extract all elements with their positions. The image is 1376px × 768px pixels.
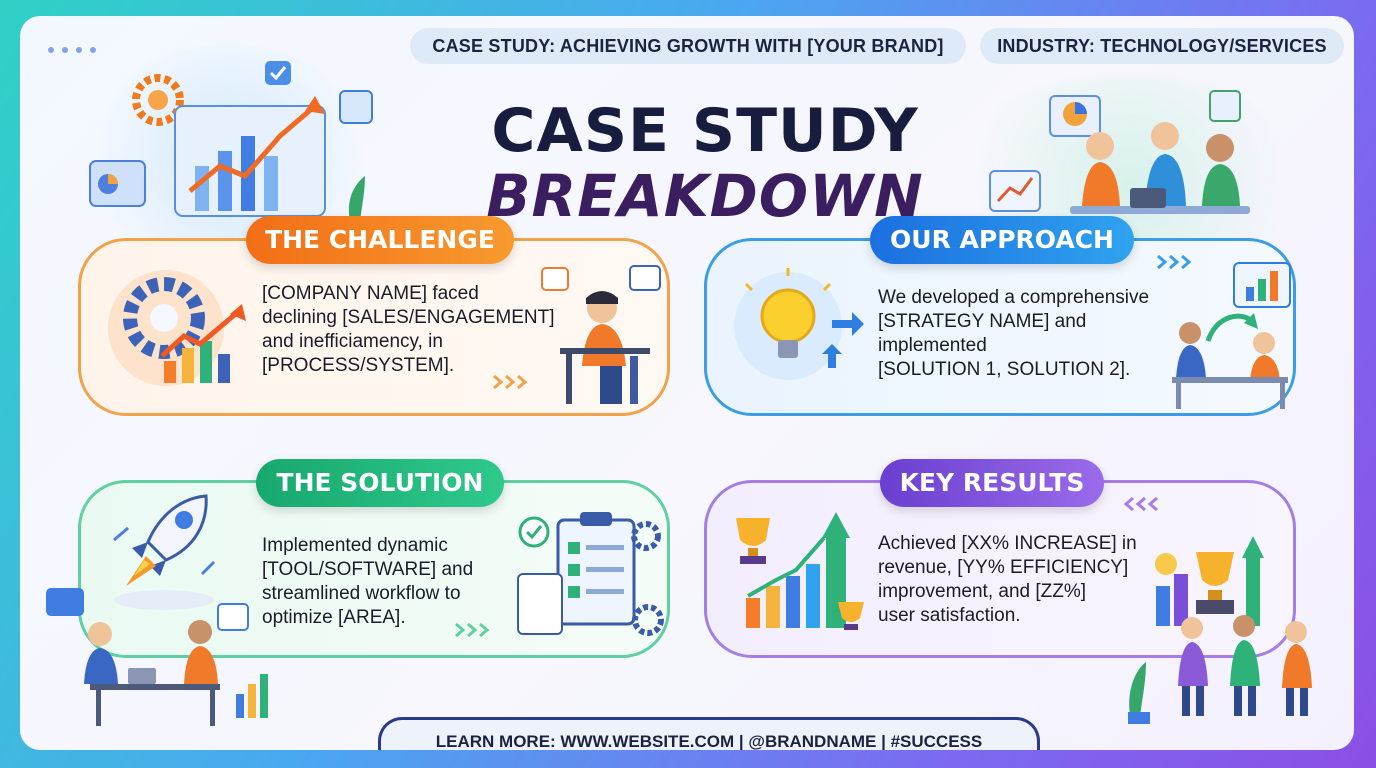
trophy-chart-illustration: [736, 512, 864, 630]
chevrons-icon: [1157, 254, 1192, 270]
person-icon: [1202, 134, 1240, 206]
solution-line: optimize [AREA].: [262, 607, 406, 628]
person-icon: [1282, 621, 1312, 716]
challenge-line: declining [SALES/ENGAGEMENT]: [262, 307, 555, 328]
case-study-pill: CASE STUDY: ACHIEVING GROWTH WITH [YOUR …: [410, 28, 966, 64]
solution-line: Implemented dynamic: [262, 535, 448, 556]
results-line: Achieved [XX% INCREASE] in: [878, 533, 1137, 554]
approach-line: implemented: [878, 335, 987, 356]
results-text: Achieved [XX% INCREASE] in revenue, [YY%…: [878, 532, 1137, 628]
check-bubble-icon: [265, 61, 291, 85]
approach-badge: OUR APPROACH: [870, 216, 1134, 264]
infographic-card: CASE STUDY: ACHIEVING GROWTH WITH [YOUR …: [20, 16, 1354, 750]
gear-icon: [632, 604, 664, 636]
celebrating-team-illustration: [1128, 536, 1312, 724]
team-meeting-illustration: [989, 90, 1250, 214]
approach-line: [STRATEGY NAME] and: [878, 311, 1087, 332]
solution-text: Implemented dynamic [TOOL/SOFTWARE] and …: [262, 534, 473, 630]
chevrons-icon: [455, 622, 490, 638]
solution-badge: THE SOLUTION: [256, 459, 504, 507]
person-icon: [1230, 615, 1260, 716]
gear-icon: [631, 521, 661, 551]
chevrons-icon: [1123, 496, 1158, 512]
results-badge: KEY RESULTS: [880, 459, 1104, 507]
trophy-icon: [736, 518, 770, 564]
gear-icon: [132, 74, 184, 126]
growth-dashboard-illustration: [89, 61, 373, 232]
solution-line: streamlined workflow to: [262, 583, 461, 604]
challenge-line: and inefficiamency, in: [262, 331, 443, 352]
results-line: revenue, [YY% EFFICIENCY]: [878, 557, 1129, 578]
footer-bar: LEARN MORE: WWW.WEBSITE.COM | @BRANDNAME…: [378, 717, 1040, 750]
approach-line: [SOLUTION 1, SOLUTION 2].: [878, 359, 1131, 380]
window-dots: [48, 40, 104, 58]
challenge-line: [COMPANY NAME] faced: [262, 283, 479, 304]
lightbulb-icon: [734, 268, 864, 380]
challenge-line: [PROCESS/SYSTEM].: [262, 355, 455, 376]
person-icon: [84, 622, 118, 684]
chevrons-icon: [493, 374, 528, 390]
challenge-text: [COMPANY NAME] faced declining [SALES/EN…: [262, 282, 555, 378]
bottom-team-illustration: [46, 588, 268, 726]
solution-line: [TOOL/SOFTWARE] and: [262, 559, 474, 580]
industry-pill: INDUSTRY: TECHNOLOGY/SERVICES: [980, 28, 1344, 64]
person-icon: [1082, 132, 1120, 206]
title-line-2: BREAKDOWN: [486, 162, 924, 230]
title-line-1: CASE STUDY: [491, 96, 919, 166]
approach-text: We developed a comprehensive [STRATEGY N…: [878, 286, 1149, 382]
results-line: improvement, and [ZZ%]: [878, 581, 1087, 602]
rocket-icon: [113, 494, 216, 610]
strategy-team-illustration: [1172, 262, 1291, 409]
clipboard-icon: [517, 512, 664, 636]
approach-line: We developed a comprehensive: [878, 287, 1150, 308]
trophy-icon: [838, 602, 864, 630]
challenge-gear-chart-illustration: [108, 270, 246, 386]
trophy-icon: [1196, 552, 1234, 614]
person-icon: [1178, 617, 1208, 716]
stressed-worker-illustration: [541, 265, 661, 404]
results-line: user satisfaction.: [878, 605, 1021, 626]
person-icon: [184, 620, 218, 684]
challenge-badge: THE CHALLENGE: [246, 216, 514, 264]
